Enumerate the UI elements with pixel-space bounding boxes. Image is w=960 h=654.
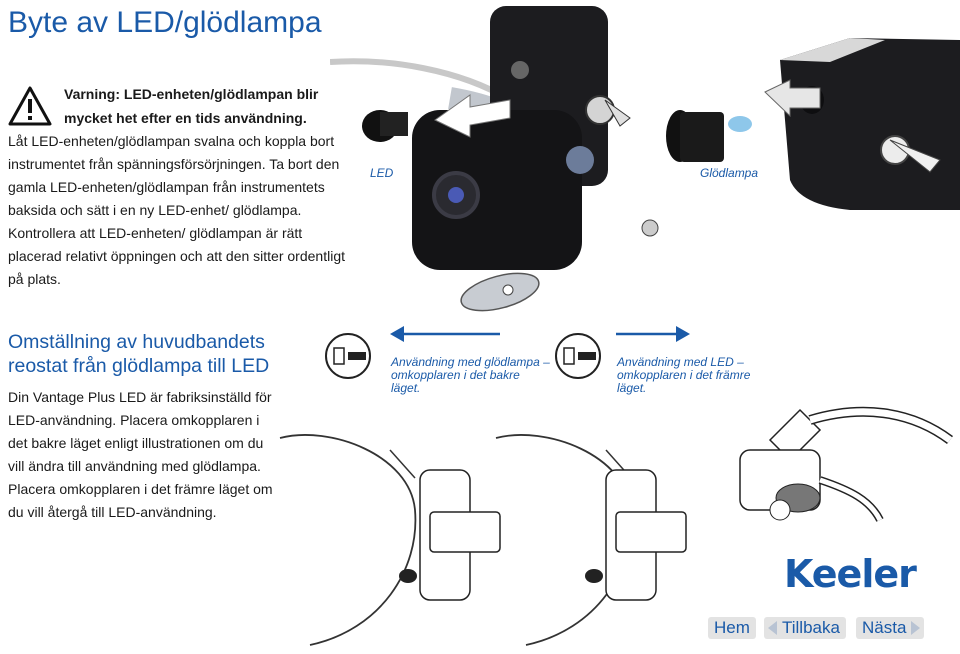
headband-perspective-diagram: [739, 406, 953, 522]
warning-text: Varning: LED-enheten/glödlampan blir myc…: [64, 86, 319, 126]
chevron-right-icon: [911, 621, 921, 635]
chevron-left-icon: [768, 621, 777, 635]
page-title: Byte av LED/glödlampa: [8, 6, 322, 39]
usage-caption-front: Användning med LED – omkopplaren i det f…: [617, 355, 751, 395]
device-illustration: [330, 6, 960, 312]
switch-front-diagram: [495, 326, 690, 646]
caption-led: LED: [370, 166, 394, 180]
usage-caption-rear: Användning med glödlampa – omkopplaren i…: [391, 355, 550, 395]
switch-rear-diagram: [279, 326, 501, 646]
section-paragraph: Din Vantage Plus LED är fabriksinställd …: [8, 389, 273, 520]
home-button[interactable]: Hem: [708, 617, 756, 639]
section-heading: Omställning av huvudbandets reostat från…: [8, 331, 270, 377]
next-button-label: Nästa: [862, 618, 907, 637]
warning-triangle-icon: [8, 86, 52, 126]
keeler-logo: Keeler: [784, 552, 917, 596]
next-button[interactable]: Nästa: [856, 617, 925, 639]
intro-paragraph: Låt LED-enheten/glödlampan svalna och ko…: [8, 133, 345, 287]
caption-bulb: Glödlampa: [700, 166, 759, 180]
back-button[interactable]: Tillbaka: [764, 617, 846, 639]
home-button-label: Hem: [714, 618, 750, 637]
back-button-label: Tillbaka: [782, 618, 840, 637]
